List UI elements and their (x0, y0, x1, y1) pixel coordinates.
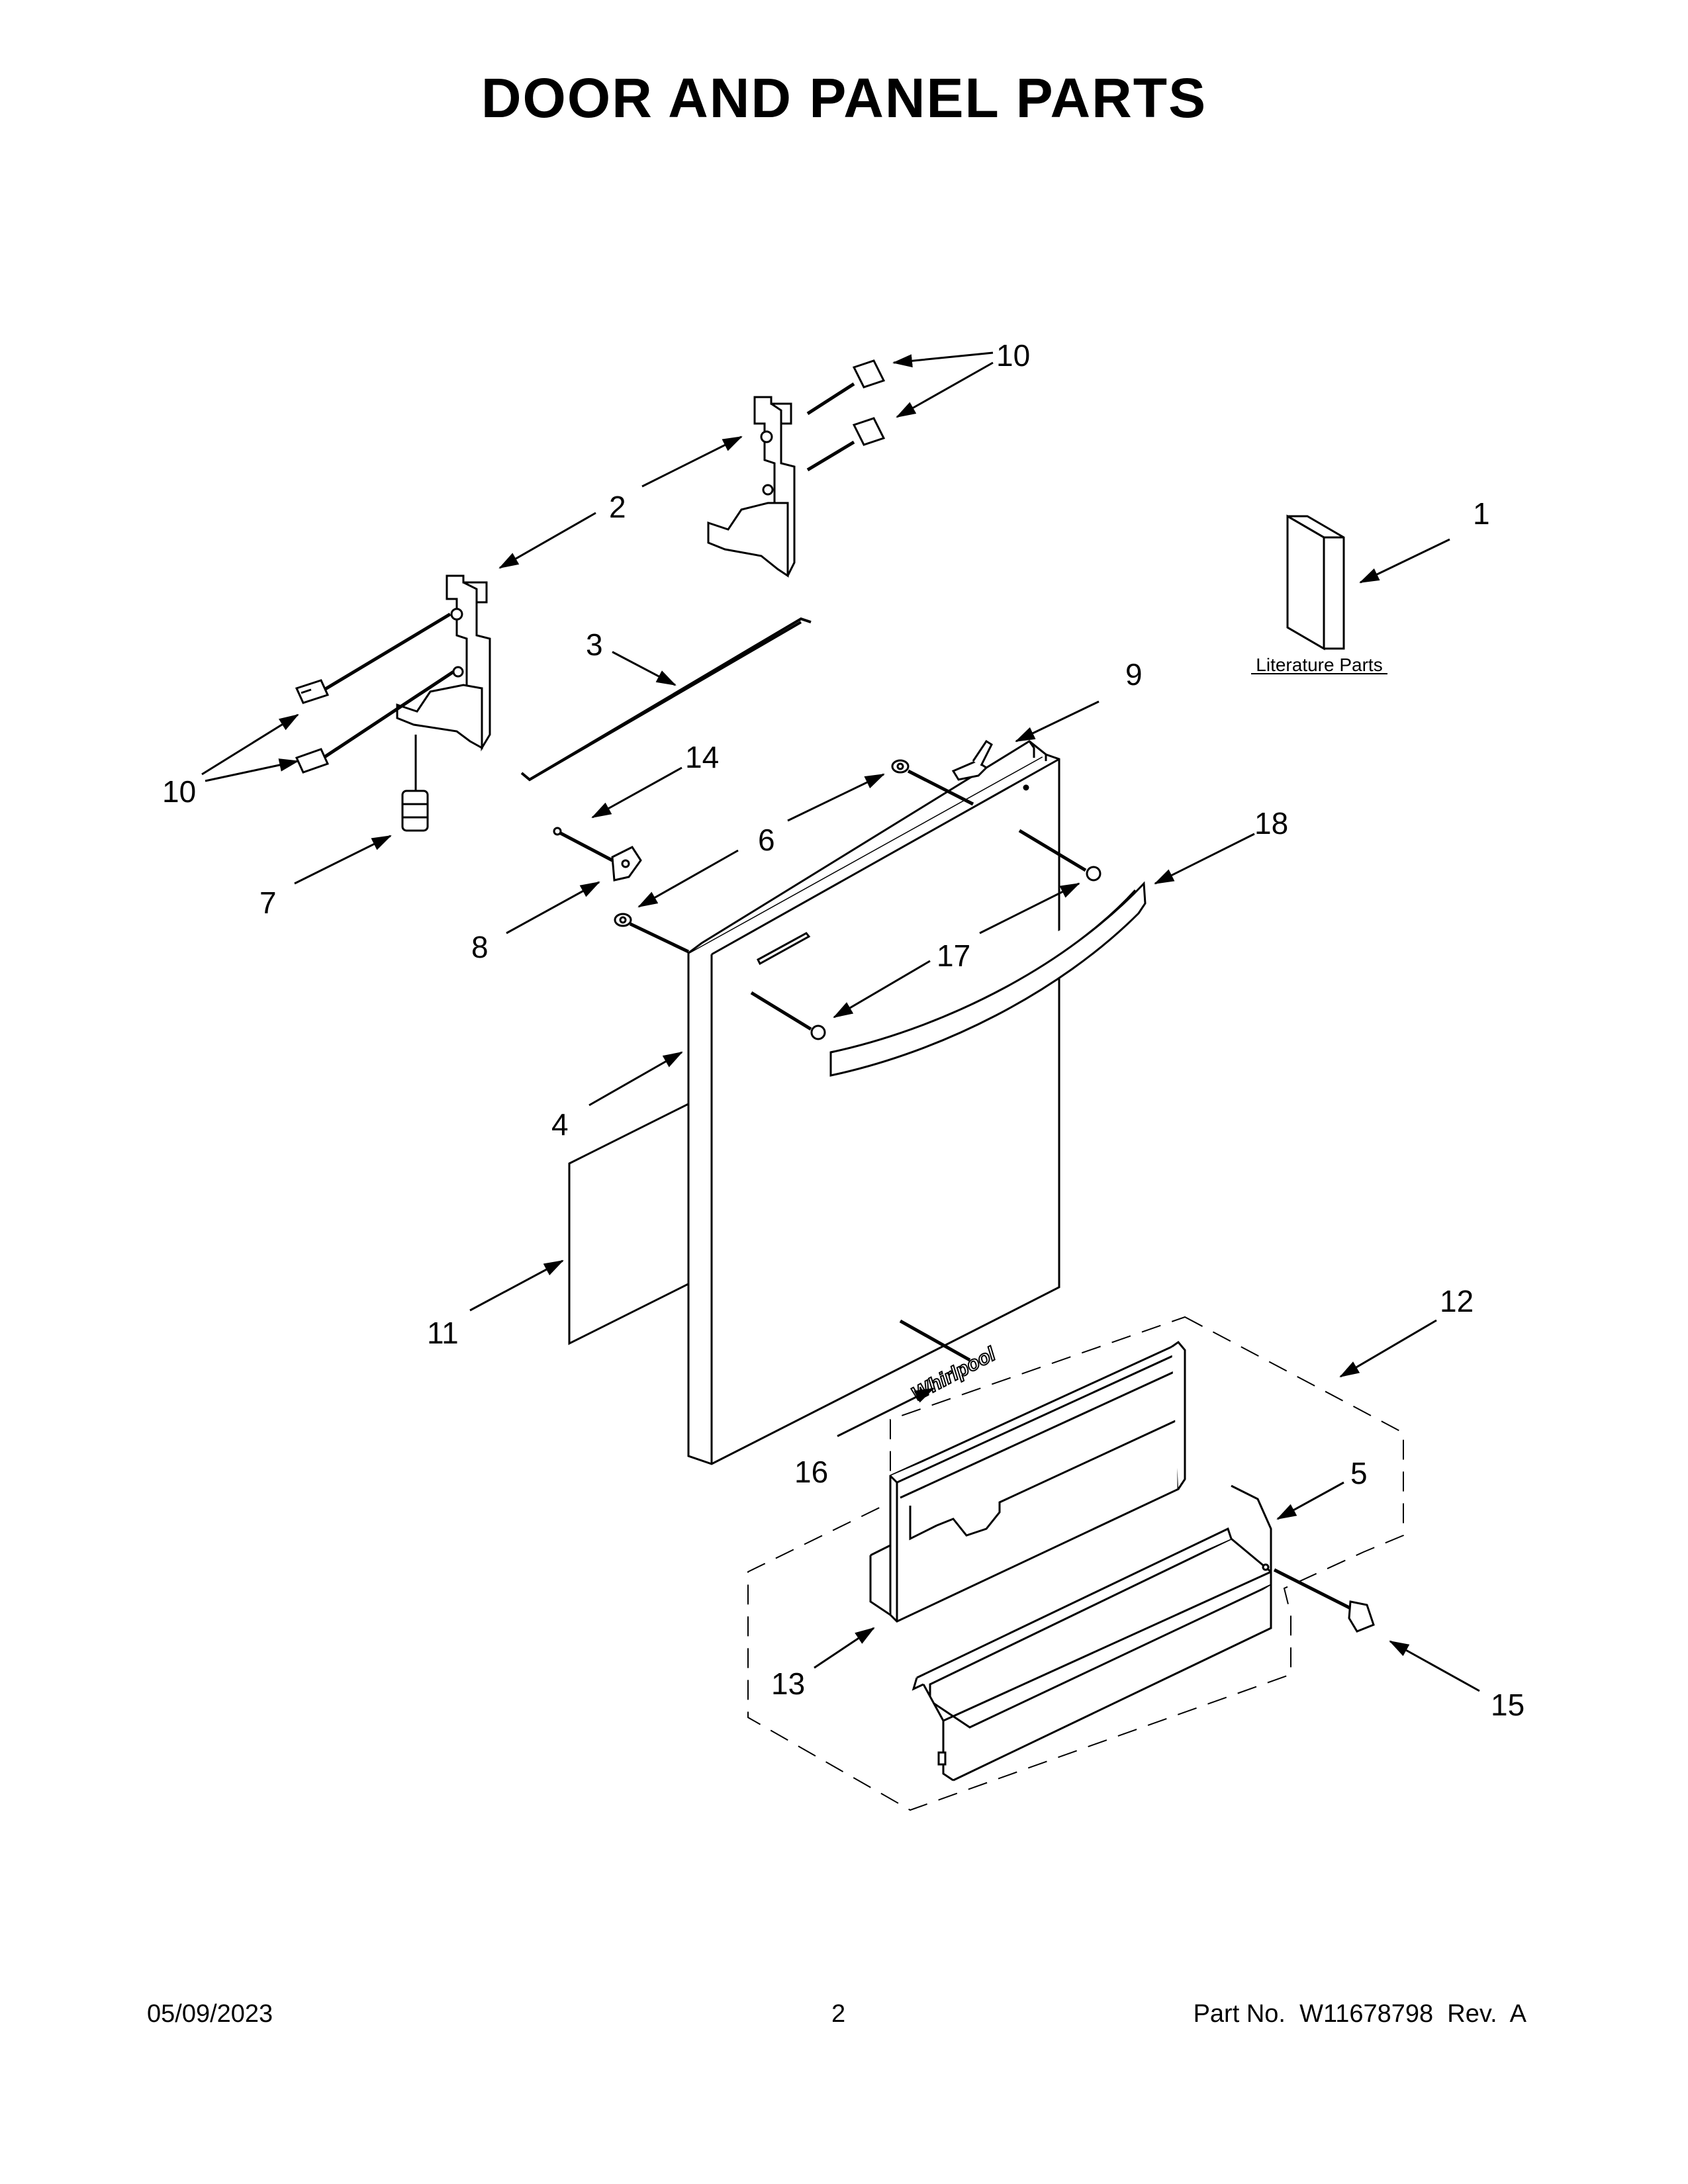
door-handle (829, 881, 1147, 1077)
kick-plate-screw (1273, 1568, 1375, 1633)
door-rod (520, 617, 812, 782)
callout-7: 7 (259, 886, 277, 920)
callout-arrows (201, 351, 1480, 1692)
kick-plate (912, 1484, 1272, 1782)
hinge-bracket-left (396, 574, 491, 752)
callout-17: 17 (937, 938, 970, 973)
door-latch-clip (951, 739, 993, 781)
literature-parts-booklet (1286, 514, 1345, 651)
footer-part-number: Part No. W11678798 Rev. A (1193, 2000, 1526, 2028)
callout-3: 3 (586, 627, 603, 662)
toe-panel-back (1171, 1340, 1186, 1490)
literature-parts-label: Literature Parts (1256, 655, 1382, 675)
callout-11: 11 (427, 1316, 459, 1350)
callout-1: 1 (1473, 496, 1490, 531)
handle-screw (750, 829, 1102, 1040)
footer-page-number: 2 (831, 2000, 846, 2028)
callout-6: 6 (758, 823, 775, 857)
hinge-screw (806, 359, 886, 472)
washer (614, 759, 974, 954)
callout-2: 2 (609, 490, 626, 524)
callout-10-left: 10 (162, 774, 196, 809)
callout-5: 5 (1350, 1456, 1368, 1490)
callout-labels: 1 2 3 4 5 6 7 8 9 10 10 11 12 13 14 15 1… (162, 338, 1524, 1722)
switch-bracket (553, 827, 642, 882)
door-panel (687, 740, 1060, 1465)
hinge-screw (295, 612, 455, 774)
callout-18: 18 (1254, 806, 1288, 841)
footer-date: 05/09/2023 (147, 2000, 273, 2028)
callout-9: 9 (1125, 657, 1143, 692)
callout-4: 4 (551, 1107, 569, 1142)
hinge-cable-plug (401, 735, 429, 832)
callout-8: 8 (471, 930, 489, 964)
callout-10-top: 10 (996, 338, 1030, 373)
toe-panel (869, 1345, 1180, 1623)
door-insulation-panel (568, 1102, 690, 1345)
callout-16: 16 (794, 1455, 828, 1489)
hinge-bracket-right (707, 396, 796, 578)
page-title: DOOR AND PANEL PARTS (481, 67, 1207, 129)
callout-14: 14 (685, 740, 719, 774)
callout-12: 12 (1440, 1284, 1474, 1318)
callout-13: 13 (771, 1666, 805, 1701)
callout-15: 15 (1491, 1688, 1524, 1722)
